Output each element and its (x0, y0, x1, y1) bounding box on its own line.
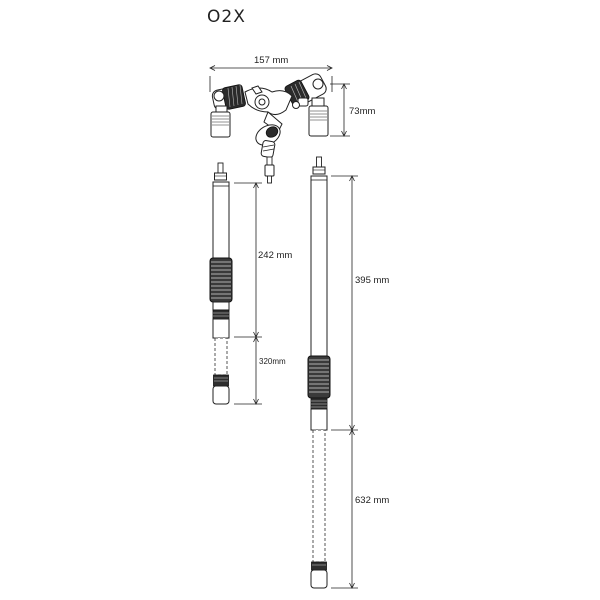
central-hub (244, 85, 309, 116)
head-height-dimension: 73mm (330, 83, 375, 137)
product-title: O2X (207, 7, 246, 27)
short-pole-grip (209, 257, 233, 303)
lower-adjust-knob (255, 111, 283, 184)
head-width-label: 157 mm (254, 55, 288, 66)
right-pole-socket (308, 97, 329, 137)
tripod-head-assembly (210, 73, 329, 184)
long-pole-retracted-label: 395 mm (355, 275, 389, 286)
long-pole-lock-collar (310, 397, 328, 410)
long-pole (307, 156, 331, 589)
short-pole-lock-collar (212, 309, 230, 320)
head-width-dimension: 157 mm (209, 55, 333, 92)
long-pole-foot (310, 569, 328, 589)
long-pole-extension-dimension: 632 mm (331, 429, 389, 589)
short-pole-extension-section (214, 337, 228, 376)
left-pole-socket (210, 105, 231, 138)
long-pole-extension-label: 632 mm (355, 495, 389, 506)
long-pole-grip-ribs (309, 359, 329, 393)
short-pole (209, 162, 233, 405)
left-clamp (211, 84, 246, 111)
long-pole-extension-section (312, 429, 326, 563)
long-pole-retracted-dimension: 395 mm (331, 175, 389, 431)
short-pole-extension-dimension: 320mm (234, 336, 286, 405)
head-height-label: 73mm (349, 106, 375, 117)
short-pole-foot (212, 385, 230, 405)
short-pole-retracted-dimension: 242 mm (234, 182, 292, 338)
short-pole-retracted-label: 242 mm (258, 250, 292, 261)
short-pole-grip-ribs (211, 261, 231, 299)
short-pole-extension-label: 320mm (259, 357, 286, 366)
